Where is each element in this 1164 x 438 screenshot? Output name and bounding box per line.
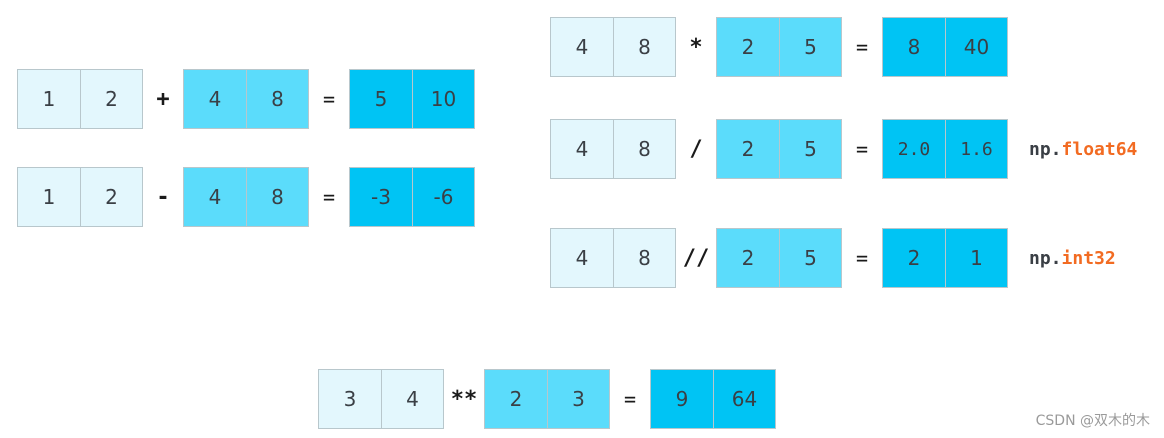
multiply-operator: * xyxy=(689,34,703,60)
dtype-label-int32: np.int32 xyxy=(1029,228,1116,288)
array-cell: 10 xyxy=(412,70,474,128)
equals-sign: = xyxy=(322,185,336,209)
array-cell: 2.0 xyxy=(883,120,945,178)
floordiv-result: 2 1 xyxy=(882,228,1008,288)
array-cell: 2 xyxy=(717,229,779,287)
add-result: 5 10 xyxy=(349,69,475,129)
div-result: 2.0 1.6 xyxy=(882,119,1008,179)
equals-sign: = xyxy=(855,35,869,59)
dtype-name: int32 xyxy=(1061,247,1116,269)
equals-sign: = xyxy=(322,87,336,111)
array-cell: 5 xyxy=(779,229,841,287)
array-cell: -3 xyxy=(350,168,412,226)
divide-operator: / xyxy=(689,136,703,162)
minus-operator: - xyxy=(156,184,170,210)
pow-operand-b: 2 3 xyxy=(484,369,610,429)
power-operator: ** xyxy=(450,386,478,412)
mul-operand-a: 4 8 xyxy=(550,17,676,77)
mul-operand-b: 2 5 xyxy=(716,17,842,77)
equals-sign: = xyxy=(855,246,869,270)
array-cell: 3 xyxy=(547,370,609,428)
array-cell: 8 xyxy=(246,168,308,226)
array-cell: 1.6 xyxy=(945,120,1007,178)
array-cell: 1 xyxy=(18,168,80,226)
array-cell: 4 xyxy=(184,70,246,128)
array-cell: 3 xyxy=(319,370,381,428)
array-cell: 9 xyxy=(651,370,713,428)
sub-operand-a: 1 2 xyxy=(17,167,143,227)
equals-sign: = xyxy=(855,137,869,161)
floor-divide-operator: // xyxy=(682,245,710,271)
array-cell: 8 xyxy=(613,120,675,178)
dtype-prefix: np. xyxy=(1029,138,1062,160)
floordiv-operand-b: 2 5 xyxy=(716,228,842,288)
div-operand-a: 4 8 xyxy=(550,119,676,179)
array-cell: 2 xyxy=(80,70,142,128)
array-cell: 4 xyxy=(184,168,246,226)
array-cell: 2 xyxy=(485,370,547,428)
array-cell: 64 xyxy=(713,370,775,428)
div-operand-b: 2 5 xyxy=(716,119,842,179)
array-cell: 2 xyxy=(717,120,779,178)
array-cell: 4 xyxy=(551,229,613,287)
pow-result: 9 64 xyxy=(650,369,776,429)
equals-sign: = xyxy=(623,387,637,411)
array-cell: 8 xyxy=(613,229,675,287)
add-operand-a: 1 2 xyxy=(17,69,143,129)
array-cell: 4 xyxy=(551,18,613,76)
sub-operand-b: 4 8 xyxy=(183,167,309,227)
dtype-name: float64 xyxy=(1061,138,1138,160)
array-cell: 2 xyxy=(717,18,779,76)
array-cell: 5 xyxy=(779,18,841,76)
array-cell: 8 xyxy=(613,18,675,76)
array-cell: 1 xyxy=(18,70,80,128)
array-cell: 4 xyxy=(381,370,443,428)
add-operand-b: 4 8 xyxy=(183,69,309,129)
array-cell: 5 xyxy=(779,120,841,178)
array-cell: -6 xyxy=(412,168,474,226)
array-cell: 5 xyxy=(350,70,412,128)
plus-operator: + xyxy=(156,86,170,112)
array-cell: 4 xyxy=(551,120,613,178)
floordiv-operand-a: 4 8 xyxy=(550,228,676,288)
array-cell: 2 xyxy=(883,229,945,287)
array-cell: 1 xyxy=(945,229,1007,287)
array-cell: 2 xyxy=(80,168,142,226)
pow-operand-a: 3 4 xyxy=(318,369,444,429)
array-cell: 8 xyxy=(246,70,308,128)
dtype-label-float64: np.float64 xyxy=(1029,119,1137,179)
array-cell: 40 xyxy=(945,18,1007,76)
sub-result: -3 -6 xyxy=(349,167,475,227)
watermark: CSDN @双木的木 xyxy=(1035,413,1150,429)
mul-result: 8 40 xyxy=(882,17,1008,77)
array-cell: 8 xyxy=(883,18,945,76)
dtype-prefix: np. xyxy=(1029,247,1062,269)
